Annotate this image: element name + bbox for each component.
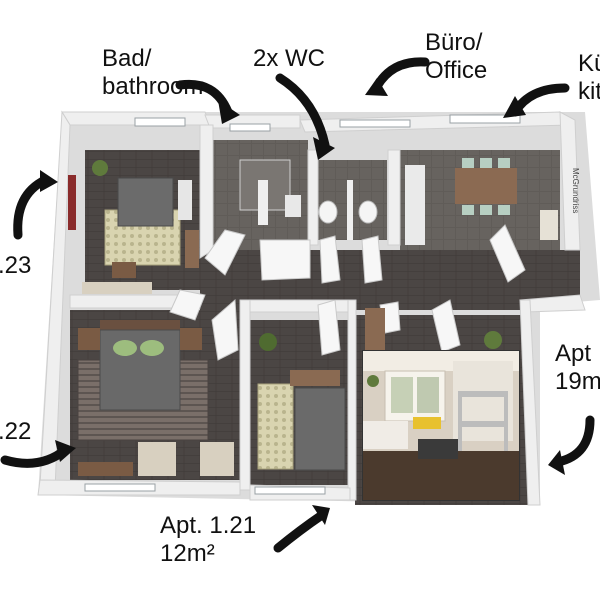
bed-top-left	[117, 177, 174, 227]
cabinet-top-left	[185, 230, 199, 268]
armchair-1	[138, 442, 176, 476]
pillow-green-2	[140, 340, 164, 356]
toilet-2	[358, 200, 378, 224]
label-wc: 2x WC	[253, 45, 325, 73]
bed-bottom-left	[99, 329, 181, 411]
label-apt-122: .22	[0, 418, 31, 446]
arrow-apt-121	[273, 510, 327, 553]
label-apt-123: .23	[0, 252, 31, 280]
label-office: Büro/ Office	[425, 29, 487, 85]
wardrobe-right	[365, 308, 385, 350]
nightstand-left	[78, 328, 100, 350]
picture-frame	[68, 175, 76, 230]
shelf-apt-121	[290, 370, 340, 386]
bathroom-partition	[258, 180, 268, 225]
arrow-apt-right	[553, 415, 595, 467]
label-bathroom-line2: bathroom	[102, 73, 204, 100]
desk-top-left	[112, 262, 136, 278]
label-apt-right: Apt 19m	[555, 340, 600, 396]
label-apt-121-line2: 12m²	[160, 540, 215, 567]
arrow-wc	[275, 73, 330, 150]
label-kitchen-line1: Kü	[578, 50, 600, 77]
nightstand-right	[180, 328, 202, 350]
kitchen-counter	[405, 165, 425, 245]
bed-apt-121	[294, 387, 346, 471]
label-kitchen-line2: kit	[578, 78, 600, 105]
label-apt-121: Apt. 1.21 12m²	[160, 512, 256, 568]
plant-apt-121	[259, 333, 277, 351]
label-apt-right-line1: Apt	[555, 340, 592, 367]
label-apt-122-text: .22	[0, 418, 32, 445]
watermark: McGrundriss	[571, 168, 580, 214]
label-kitchen: Kü kit	[578, 50, 600, 106]
kitchen-cabinet-right	[540, 210, 558, 240]
arrow-apt-123	[13, 175, 50, 240]
label-apt-121-line1: Apt. 1.21	[160, 512, 257, 539]
sideboard-bottom-left	[78, 462, 133, 476]
windows	[84, 114, 521, 495]
dining-chairs	[462, 158, 510, 215]
sink-bath	[285, 195, 301, 217]
arrows	[0, 57, 595, 553]
label-office-line2: Office	[425, 57, 488, 84]
label-apt-right-line2: 19m	[555, 368, 600, 395]
wc-divider	[347, 180, 353, 240]
label-bathroom: Bad/ bathroom	[102, 45, 203, 101]
toilet-1	[318, 200, 338, 224]
armchair-2	[200, 442, 234, 476]
chair-top-left	[178, 180, 192, 220]
plant-top-left	[92, 160, 108, 176]
room-photo-inset	[362, 350, 520, 501]
label-office-line1: Büro/	[425, 29, 483, 56]
label-wc-text: 2x WC	[253, 45, 325, 72]
arrow-heads	[40, 78, 565, 525]
label-bathroom-line1: Bad/	[102, 45, 152, 72]
arrow-kitchen	[510, 83, 570, 117]
plant-right	[484, 331, 502, 349]
pillow-green-1	[113, 340, 137, 356]
doors	[169, 224, 526, 361]
arrow-office	[370, 57, 430, 95]
rug-apt-121	[257, 383, 294, 470]
dining-table	[455, 168, 517, 204]
label-apt-123-text: .23	[0, 252, 32, 279]
sofa-top-left	[82, 282, 152, 294]
